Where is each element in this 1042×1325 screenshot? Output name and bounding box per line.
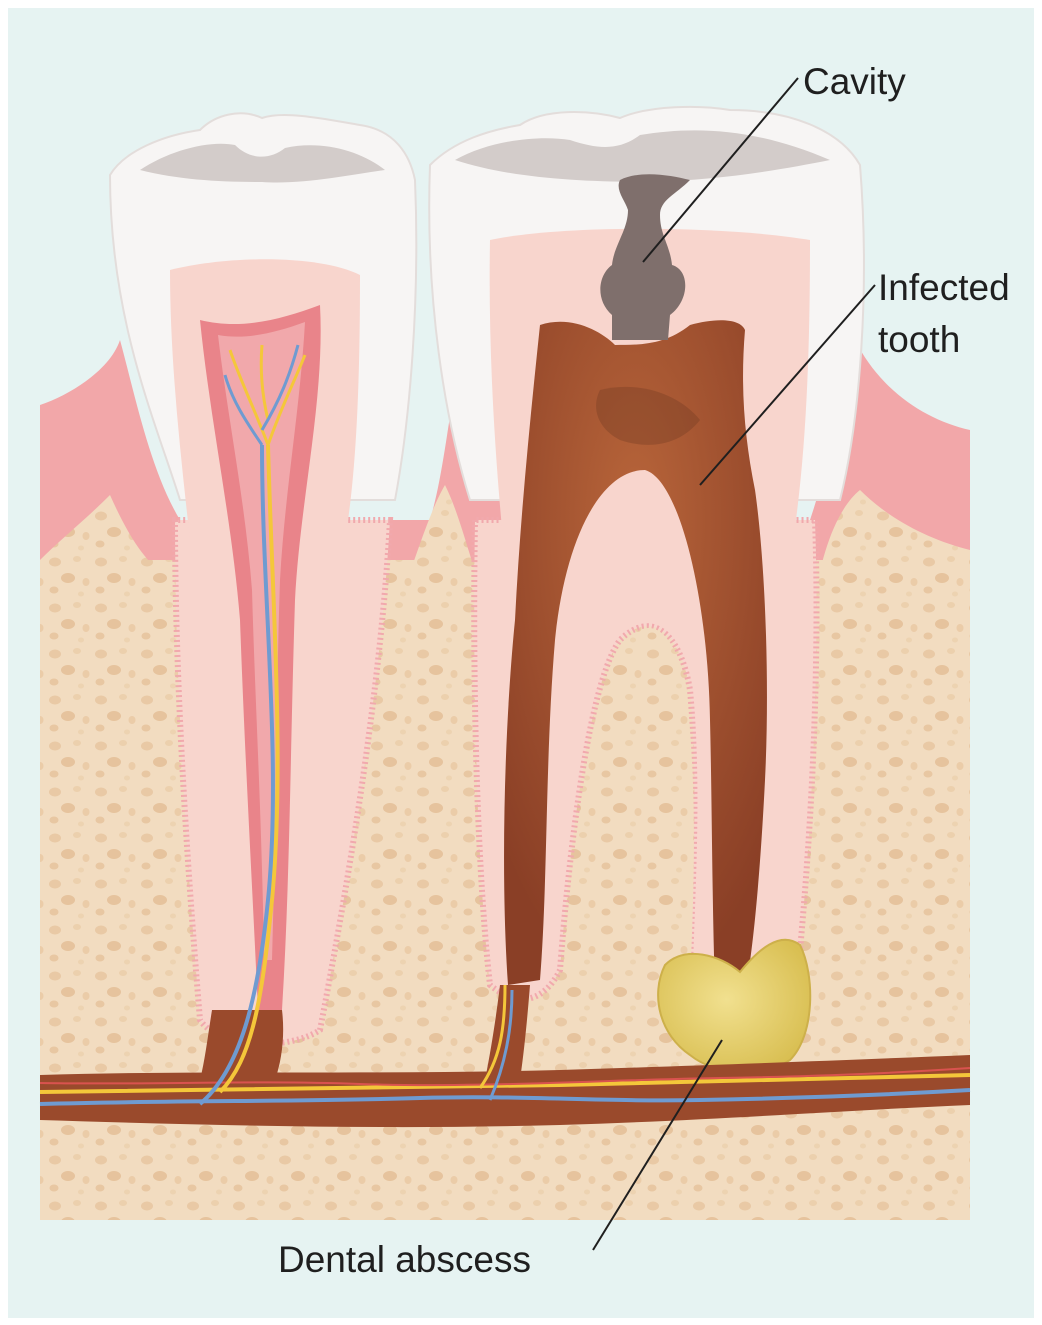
dental-abscess-label: Dental abscess — [278, 1239, 531, 1280]
infected-tooth-label-line2: tooth — [878, 319, 960, 360]
infected-tooth-label-line1: Infected — [878, 267, 1010, 308]
left-canal-exit — [200, 1010, 283, 1080]
cavity-label: Cavity — [803, 61, 906, 102]
